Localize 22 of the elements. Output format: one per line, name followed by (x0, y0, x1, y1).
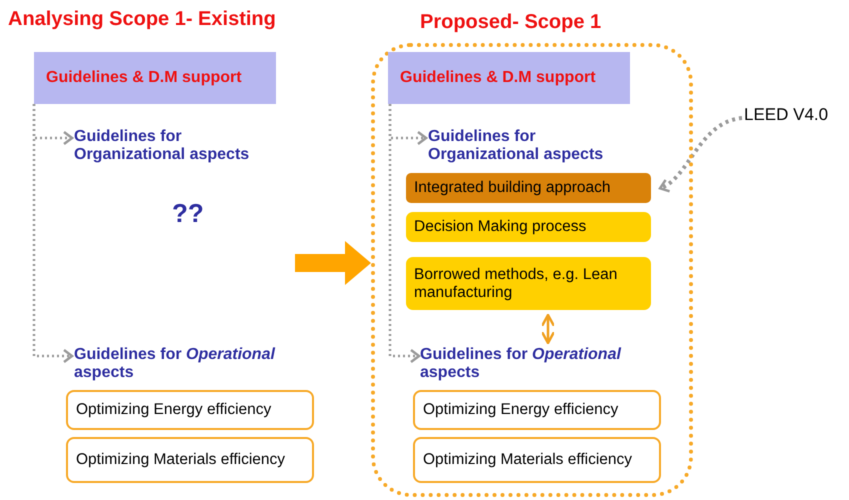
process-box: Optimizing Materials efficiency (413, 437, 661, 483)
arrow (658, 116, 742, 192)
annotation-text: LEED V4.0 (744, 100, 848, 130)
header-box: Guidelines & D.M support (388, 52, 630, 104)
question-marks: ?? (172, 198, 204, 229)
arrow (540, 314, 556, 344)
process-box: Optimizing Materials efficiency (66, 437, 314, 483)
guideline-heading: Guidelines for Organizational aspects (428, 128, 633, 168)
header-box: Guidelines & D.M support (34, 52, 276, 104)
heading: Analysing Scope 1- Existing (8, 8, 276, 31)
process-box: Decision Making process (406, 212, 651, 242)
guideline-heading: Guidelines for Organizational aspects (74, 128, 279, 168)
block-arrow (295, 241, 371, 285)
guideline-heading: Guidelines for Operational aspects (74, 346, 324, 386)
process-box: Integrated building approach (406, 173, 651, 203)
group-heading: Proposed- Scope 1 (420, 11, 602, 34)
arrow (388, 104, 420, 364)
process-box: Borrowed methods, e.g. Lean manufacturing (406, 257, 651, 310)
guideline-heading: Guidelines for Operational aspects (420, 346, 670, 386)
process-box: Optimizing Energy efficiency (413, 390, 661, 430)
process-box: Optimizing Energy efficiency (66, 390, 314, 430)
arrow (32, 104, 74, 364)
